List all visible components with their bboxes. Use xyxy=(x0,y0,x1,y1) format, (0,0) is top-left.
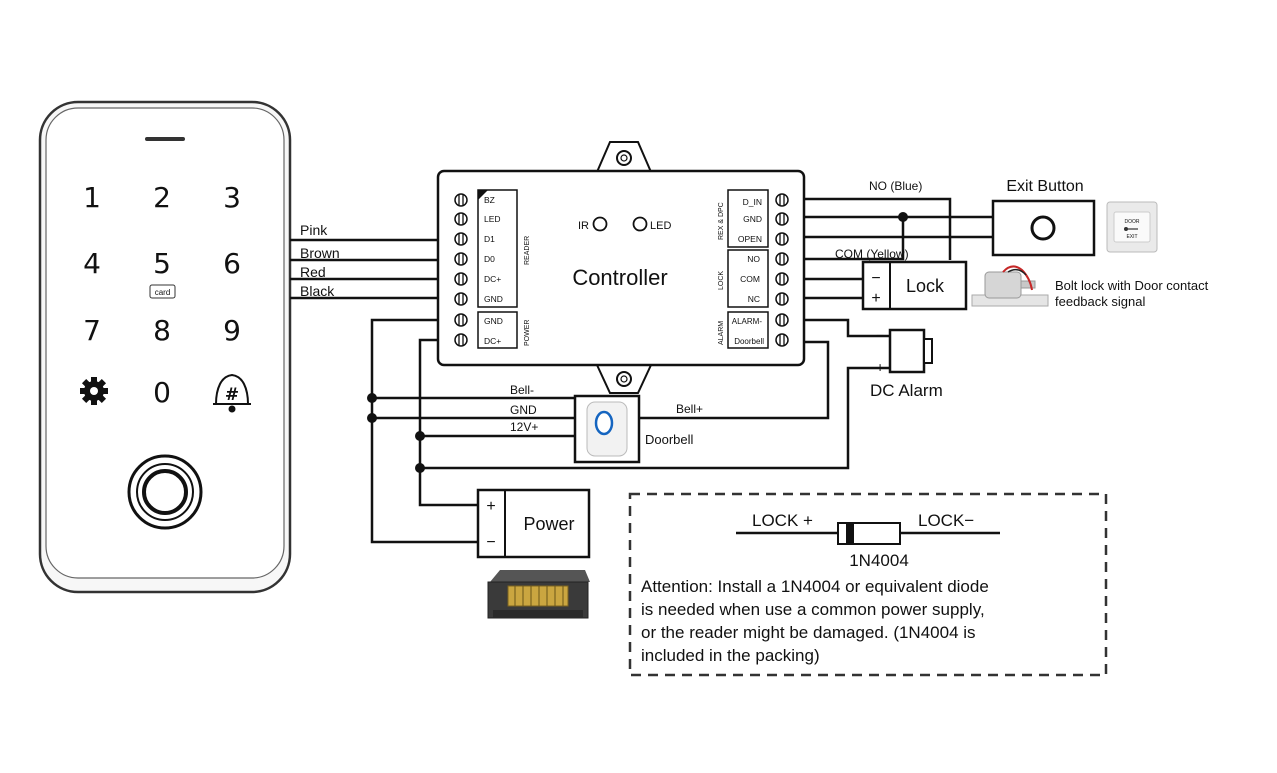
junction-dots xyxy=(367,212,908,473)
key-6: 6 xyxy=(223,247,241,280)
doorbell-gnd-label: GND xyxy=(510,403,537,417)
key-7: 7 xyxy=(83,314,101,347)
diode-note: LOCK + LOCK− 1N4004 Attention: Install a… xyxy=(628,492,1108,677)
alarm-title: DC Alarm xyxy=(870,381,943,400)
key-3: 3 xyxy=(223,181,241,214)
note-line-4: included in the packing) xyxy=(641,646,820,665)
wires xyxy=(290,197,993,544)
power-title: Power xyxy=(523,514,574,534)
keypad-reader: 1 2 3 4 5 6 card 7 8 9 0 xyxy=(38,100,292,594)
pin-led: LED xyxy=(484,214,501,224)
doorbell-bell-minus-label: Bell- xyxy=(510,383,534,397)
key-0: 0 xyxy=(153,376,171,409)
ir-sensor xyxy=(592,216,608,232)
lock-group-label: LOCK xyxy=(718,271,725,290)
wire-label-red: Red xyxy=(300,264,326,280)
pin-power-gnd: GND xyxy=(484,316,503,326)
power-supply-icon xyxy=(487,570,590,619)
gear-icon xyxy=(80,377,108,405)
reader-group-label: READER xyxy=(524,236,531,265)
bolt-lock-icon xyxy=(971,265,1049,307)
card-label: card xyxy=(155,288,171,297)
key-1: 1 xyxy=(83,181,101,214)
alarm-group-label: ALARM xyxy=(718,321,725,345)
led-label: LED xyxy=(650,220,671,232)
led-indicator xyxy=(632,216,648,232)
note-lock-minus: LOCK− xyxy=(918,511,974,530)
exit-button-title: Exit Button xyxy=(1006,178,1083,195)
key-4: 4 xyxy=(83,247,101,280)
lock: COM (Yellow) − + Lock Bolt lock with Doo… xyxy=(835,247,1209,311)
alarm-minus: − xyxy=(876,327,884,343)
power-supply: + − Power xyxy=(476,488,591,619)
wire-label-com-yellow: COM (Yellow) xyxy=(835,247,909,261)
pin-nc: NC xyxy=(748,294,760,304)
exit-panel-icon: DOOR EXIT xyxy=(1106,201,1158,253)
diode-band xyxy=(846,523,854,544)
lock-minus: − xyxy=(871,270,880,287)
lock-caption-line1: Bolt lock with Door contact xyxy=(1055,278,1209,293)
note-line-1: Attention: Install a 1N4004 or equivalen… xyxy=(641,577,989,596)
pin-d-in: D_IN xyxy=(743,197,762,207)
bell-icon: # xyxy=(213,373,251,413)
exit-button: Exit Button NO (Blue) DOOR EXIT xyxy=(869,178,1158,257)
pin-dc-plus: DC+ xyxy=(484,274,501,284)
exit-panel-top-text: DOOR xyxy=(1125,219,1140,225)
pin-power-dc-plus: DC+ xyxy=(484,336,501,346)
ir-label: IR xyxy=(578,220,589,232)
rex-group-label: REX & DPC xyxy=(718,202,725,240)
key-8: 8 xyxy=(153,314,171,347)
right-terminal-block xyxy=(775,193,789,347)
lock-title: Lock xyxy=(906,276,945,296)
pin-gnd: GND xyxy=(484,294,503,304)
doorbell-title: Doorbell xyxy=(645,432,694,447)
note-lock-plus: LOCK + xyxy=(752,511,813,530)
lock-caption-line2: feedback signal xyxy=(1055,294,1145,309)
key-5: 5 xyxy=(153,247,171,280)
controller-title: Controller xyxy=(572,265,667,290)
wire-label-pink: Pink xyxy=(300,222,328,238)
key-9: 9 xyxy=(223,314,241,347)
note-diode-label: 1N4004 xyxy=(849,551,909,570)
exit-panel-bottom-text: EXIT xyxy=(1126,234,1137,240)
wire-label-no-blue: NO (Blue) xyxy=(869,179,922,193)
pin-no: NO xyxy=(747,254,760,264)
pin-doorbell: Doorbell xyxy=(734,337,764,346)
note-line-3: or the reader might be damaged. (1N4004 … xyxy=(641,623,976,642)
pin-d0: D0 xyxy=(484,254,495,264)
pin-alarm-minus: ALARM- xyxy=(732,317,763,326)
note-line-2: is needed when use a common power supply… xyxy=(641,600,985,619)
power-minus: − xyxy=(486,534,495,551)
key-2: 2 xyxy=(153,181,171,214)
doorbell-bell-plus-label: Bell+ xyxy=(676,402,703,416)
power-group-label: POWER xyxy=(524,320,531,346)
pin-com: COM xyxy=(740,274,760,284)
key-hash: # xyxy=(225,385,239,405)
wire-label-brown: Brown xyxy=(300,245,340,261)
pin-open: OPEN xyxy=(738,234,762,244)
doorbell-button-icon xyxy=(594,410,614,436)
left-terminal-block xyxy=(454,193,468,347)
power-plus: + xyxy=(486,498,495,515)
alarm-plus: + xyxy=(876,359,884,375)
controller-box: Controller IR LED BZ xyxy=(436,141,806,394)
doorbell-12v-label: 12V+ xyxy=(510,420,538,434)
fingerprint-sensor xyxy=(127,454,203,530)
pin-rex-gnd: GND xyxy=(743,214,762,224)
doorbell: Bell- GND 12V+ Bell+ Doorbell xyxy=(510,383,703,464)
pin-d1: D1 xyxy=(484,234,495,244)
wire-label-black: Black xyxy=(300,283,335,299)
lock-plus: + xyxy=(871,290,880,307)
dc-alarm: − + DC Alarm xyxy=(870,327,943,400)
pin-bz: BZ xyxy=(484,195,495,205)
